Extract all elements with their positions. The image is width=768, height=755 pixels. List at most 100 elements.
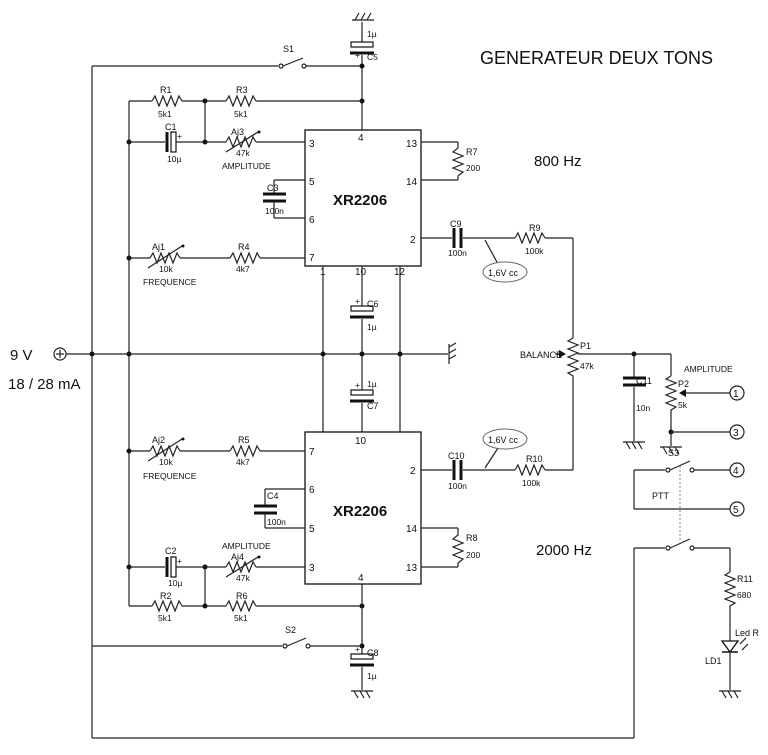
svg-text:13: 13	[406, 563, 418, 574]
svg-text:100n: 100n	[267, 517, 286, 527]
svg-text:+: +	[355, 296, 360, 306]
svg-text:Aj1: Aj1	[152, 242, 165, 252]
svg-text:10: 10	[355, 267, 367, 278]
svg-text:10: 10	[355, 436, 367, 447]
svg-text:C4: C4	[267, 491, 279, 501]
svg-text:1µ: 1µ	[367, 671, 377, 681]
capacitor-icon	[350, 305, 374, 312]
balance-label: BALANCE	[520, 350, 562, 360]
terminal-3	[729, 424, 745, 440]
resistor-icon	[229, 251, 261, 265]
svg-text:680: 680	[737, 590, 751, 600]
svg-text:4: 4	[358, 573, 364, 584]
svg-text:FREQUENCE: FREQUENCE	[143, 471, 197, 481]
svg-text:13: 13	[406, 139, 418, 150]
svg-text:100n: 100n	[448, 481, 467, 491]
svg-text:14: 14	[406, 524, 418, 535]
resistor-icon	[151, 599, 183, 613]
supply-voltage: 9 V	[10, 347, 33, 364]
svg-text:10k: 10k	[159, 457, 173, 467]
svg-text:AMPLITUDE: AMPLITUDE	[222, 161, 271, 171]
diagram-title: GENERATEUR DEUX TONS	[480, 48, 713, 68]
svg-text:+: +	[177, 131, 182, 141]
svg-text:Aj2: Aj2	[152, 435, 165, 445]
svg-text:R3: R3	[236, 85, 248, 95]
resistor-icon	[514, 231, 546, 245]
svg-text:3: 3	[309, 139, 315, 150]
svg-text:C8: C8	[367, 648, 379, 658]
c5-value: 1µ	[367, 29, 377, 39]
svg-text:C9: C9	[450, 219, 462, 229]
resistor-icon	[225, 94, 257, 108]
svg-text:R9: R9	[529, 223, 541, 233]
svg-text:2: 2	[410, 235, 416, 246]
svg-text:47k: 47k	[580, 361, 594, 371]
svg-text:R6: R6	[236, 591, 248, 601]
svg-text:C1: C1	[165, 122, 177, 132]
svg-text:4k7: 4k7	[236, 264, 250, 274]
svg-text:10k: 10k	[159, 264, 173, 274]
svg-text:5k: 5k	[678, 400, 688, 410]
svg-text:R2: R2	[160, 591, 172, 601]
svg-text:200: 200	[466, 550, 480, 560]
potentiometer-icon	[149, 444, 181, 458]
power-terminal-icon	[53, 347, 67, 361]
svg-text:C6: C6	[367, 299, 379, 309]
svg-text:Aj4: Aj4	[231, 552, 244, 562]
resistor-icon	[451, 142, 465, 180]
frequency-label-top: 800 Hz	[534, 153, 582, 170]
svg-text:100k: 100k	[525, 246, 544, 256]
ptt-label: PTT	[652, 491, 670, 501]
svg-text:R7: R7	[466, 147, 478, 157]
svg-text:R1: R1	[160, 85, 172, 95]
svg-text:4k7: 4k7	[236, 457, 250, 467]
switch-label-s3: S3	[668, 448, 679, 458]
switch-label-s2: S2	[285, 625, 296, 635]
svg-text:5: 5	[309, 524, 315, 535]
svg-text:1µ: 1µ	[367, 322, 377, 332]
svg-text:AMPLITUDE: AMPLITUDE	[222, 541, 271, 551]
svg-text:R11: R11	[737, 574, 753, 584]
led-name: Led R	[735, 628, 760, 638]
svg-text:+: +	[177, 556, 182, 566]
svg-text:10µ: 10µ	[167, 154, 181, 164]
switch-icon	[282, 637, 311, 649]
svg-text:C3: C3	[267, 183, 279, 193]
svg-text:5k1: 5k1	[234, 613, 248, 623]
potentiometer-icon	[664, 375, 678, 432]
potentiometer-icon	[149, 251, 181, 265]
svg-text:5k1: 5k1	[158, 613, 172, 623]
svg-text:+: +	[355, 644, 360, 654]
switch-icon	[278, 57, 307, 69]
svg-text:1µ: 1µ	[367, 379, 377, 389]
svg-text:C10: C10	[448, 451, 465, 461]
svg-text:14: 14	[406, 177, 418, 188]
svg-text:7: 7	[309, 447, 315, 458]
resistor-icon	[151, 94, 183, 108]
svg-text:47k: 47k	[236, 573, 250, 583]
chip-u2-label: XR2206	[333, 503, 387, 520]
potentiometer-icon	[225, 135, 257, 149]
terminal-1	[729, 385, 745, 401]
svg-text:+: +	[355, 50, 360, 60]
svg-text:C11: C11	[636, 376, 652, 386]
svg-text:P1: P1	[580, 341, 591, 351]
svg-text:3: 3	[309, 563, 315, 574]
svg-text:C2: C2	[165, 546, 177, 556]
svg-text:+: +	[355, 380, 360, 390]
ground-icon	[719, 690, 741, 699]
svg-text:10n: 10n	[636, 403, 650, 413]
potentiometer-icon	[225, 560, 257, 574]
svg-text:5: 5	[309, 177, 315, 188]
led-icon	[720, 637, 749, 654]
svg-text:100n: 100n	[265, 206, 284, 216]
svg-text:6: 6	[309, 485, 315, 496]
ground-icon	[351, 690, 373, 699]
svg-text:3: 3	[733, 428, 739, 439]
svg-text:1: 1	[733, 389, 739, 400]
svg-text:6: 6	[309, 215, 315, 226]
capacitor-icon	[350, 41, 374, 55]
switch-label-s1: S1	[283, 44, 294, 54]
